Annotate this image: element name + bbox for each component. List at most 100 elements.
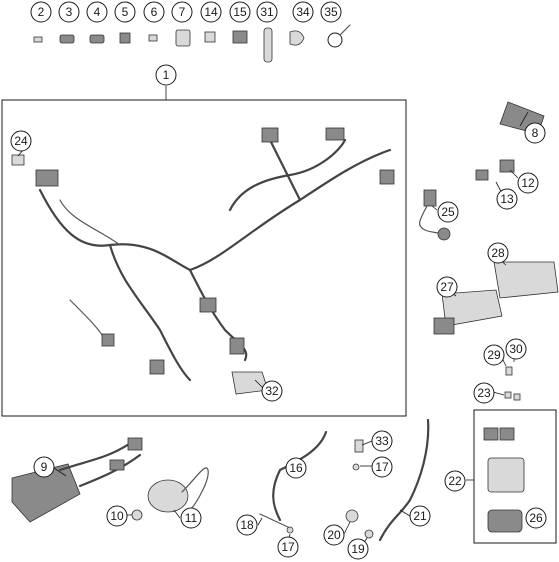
svg-text:2: 2 [38, 5, 45, 19]
part-10-nut [131, 509, 143, 521]
callout-21: 21 [409, 505, 431, 527]
part-33-bolt [354, 439, 364, 453]
harness-trunk [38, 148, 392, 272]
svg-text:18: 18 [240, 518, 254, 532]
callout-3: 3 [58, 1, 80, 23]
part-9-plug-2 [127, 437, 143, 451]
callout-2: 2 [30, 1, 52, 23]
svg-text:28: 28 [491, 246, 505, 260]
svg-text:22: 22 [448, 474, 462, 488]
part-34 [289, 30, 305, 46]
callout-27: 27 [436, 276, 458, 298]
part-16-cable [272, 430, 328, 522]
part-7 [175, 29, 191, 47]
callout-11: 11 [180, 507, 202, 529]
svg-text:12: 12 [521, 176, 535, 190]
callout-20: 20 [323, 524, 345, 546]
callout-14: 14 [200, 1, 222, 23]
svg-text:24: 24 [14, 134, 28, 148]
bottom-left-parts [11, 437, 209, 523]
right-parts [418, 101, 559, 401]
part-14 [204, 31, 216, 43]
part-11-bracket [181, 467, 209, 513]
part-28-tray [493, 261, 559, 299]
harness-branch-b [188, 268, 248, 362]
svg-text:11: 11 [185, 511, 198, 525]
svg-text:27: 27 [440, 280, 454, 294]
callout-35: 35 [320, 1, 342, 23]
svg-text:23: 23 [477, 386, 491, 400]
callout-31: 31 [256, 1, 278, 23]
svg-text:9: 9 [41, 460, 48, 474]
callout-17-a: 17 [371, 456, 393, 478]
svg-text:34: 34 [296, 5, 310, 19]
svg-text:20: 20 [327, 528, 341, 542]
bottom-cables [259, 418, 430, 542]
svg-text:6: 6 [151, 5, 158, 19]
part-2 [33, 36, 43, 43]
part-21-cable [378, 418, 430, 542]
svg-text:33: 33 [375, 434, 389, 448]
part-19-nut [364, 529, 374, 539]
connector-right [379, 169, 395, 185]
part-26 [487, 509, 523, 533]
callout-12: 12 [517, 172, 539, 194]
relay-frame [473, 409, 557, 544]
svg-text:29: 29 [487, 348, 501, 362]
svg-text:5: 5 [122, 5, 129, 19]
part-13 [475, 169, 489, 181]
callout-4: 4 [86, 1, 108, 23]
svg-text:26: 26 [529, 511, 543, 525]
callout-28: 28 [487, 242, 509, 264]
callout-33: 33 [371, 430, 393, 452]
callout-32: 32 [261, 380, 283, 402]
svg-text:13: 13 [500, 192, 514, 206]
part-25-cap [437, 227, 451, 241]
connector-top [261, 127, 279, 143]
main-harness-frame [1, 99, 407, 417]
callout-24: 24 [10, 130, 32, 152]
part-16-terminal [259, 513, 291, 529]
main-harness [11, 127, 395, 395]
part-15 [232, 30, 248, 44]
svg-text:35: 35 [324, 5, 338, 19]
small-parts-row [33, 24, 351, 63]
svg-text:7: 7 [179, 5, 186, 19]
callout-8: 8 [524, 122, 546, 144]
callout-17-b: 17 [277, 536, 299, 558]
svg-text:31: 31 [260, 5, 274, 19]
part-23b [513, 393, 521, 401]
callout-25: 25 [437, 201, 459, 223]
callout-1: 1 [155, 64, 177, 86]
harness-branch-c [268, 138, 302, 202]
relay-body [487, 457, 525, 493]
harness-branch-f [59, 199, 121, 246]
connector-lower-left [149, 359, 165, 375]
connector-top-right [325, 127, 345, 141]
part-24-grommet [11, 154, 25, 166]
callout-10: 10 [106, 505, 128, 527]
connector-center [199, 297, 217, 313]
part-12 [499, 159, 515, 173]
part-25-plug [423, 189, 437, 207]
part-3 [59, 34, 75, 44]
callout-6: 6 [143, 1, 165, 23]
callout-16: 16 [285, 457, 307, 479]
part-27-plug [433, 317, 455, 335]
callout-23: 23 [473, 382, 495, 404]
callout-15: 15 [229, 1, 251, 23]
part-11-horn [147, 479, 189, 513]
part-17-washer-b [352, 463, 360, 471]
callout-19: 19 [347, 538, 369, 560]
svg-text:19: 19 [351, 542, 365, 556]
svg-text:17: 17 [375, 460, 389, 474]
relay-fuse-b [499, 427, 515, 441]
svg-text:15: 15 [233, 5, 247, 19]
svg-text:3: 3 [66, 5, 73, 19]
part-23a [504, 391, 512, 399]
part-31 [263, 27, 273, 63]
svg-text:32: 32 [265, 384, 279, 398]
relay-fuse-a [483, 427, 499, 441]
part-27-ecu [441, 289, 503, 327]
